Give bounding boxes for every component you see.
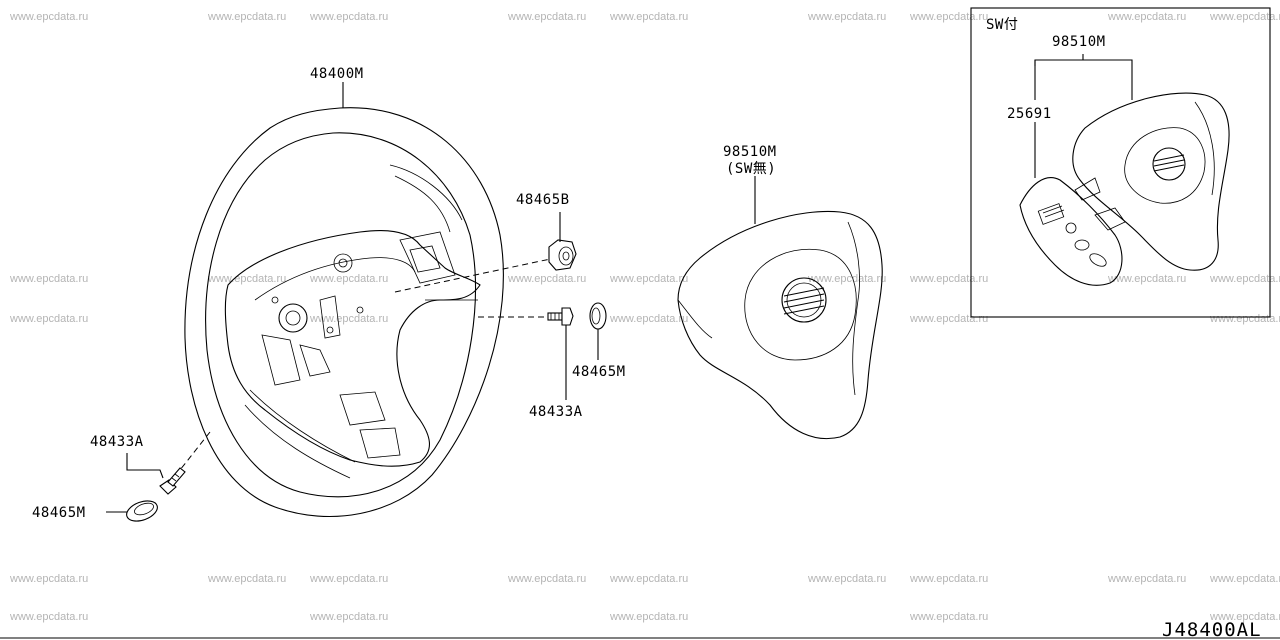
watermark-text: www.epcdata.ru: [9, 313, 88, 325]
watermark-text: www.epcdata.ru: [507, 11, 586, 23]
cap-48465M-center-drawing[interactable]: [589, 302, 607, 330]
airbag-98510M-drawing[interactable]: [677, 210, 883, 440]
watermark-text: www.epcdata.ru: [1107, 273, 1186, 285]
label-48465M-left: 48465M: [32, 505, 86, 521]
watermark-text: www.epcdata.ru: [807, 11, 886, 23]
steering-wheel-drawing[interactable]: [184, 107, 504, 517]
inset-label-98510M: 98510M: [1052, 34, 1106, 50]
watermark-text: www.epcdata.ru: [1209, 573, 1280, 585]
bolt-48433A-left-drawing[interactable]: [159, 467, 186, 495]
watermark-text: www.epcdata.ru: [309, 313, 388, 325]
watermark-text: www.epcdata.ru: [309, 273, 388, 285]
watermark-text: www.epcdata.ru: [9, 611, 88, 623]
watermark-text: www.epcdata.ru: [1209, 313, 1280, 325]
watermark-text: www.epcdata.ru: [9, 273, 88, 285]
label-48433A-center: 48433A: [529, 404, 583, 420]
watermark-text: www.epcdata.ru: [1107, 11, 1186, 23]
cap-48465M-left-drawing[interactable]: [124, 497, 160, 525]
dashed-line-left-bolt: [179, 431, 211, 471]
watermark-layer: www.epcdata.ru www.epcdata.ru www.epcdata.…: [9, 11, 1280, 623]
watermark-text: www.epcdata.ru: [507, 573, 586, 585]
diagram-code: J48400AL: [1162, 619, 1262, 640]
watermark-text: www.epcdata.ru: [309, 11, 388, 23]
watermark-text: www.epcdata.ru: [207, 273, 286, 285]
watermark-text: www.epcdata.ru: [909, 611, 988, 623]
watermark-text: www.epcdata.ru: [609, 273, 688, 285]
watermark-text: www.epcdata.ru: [909, 573, 988, 585]
inset-title: SW付: [986, 17, 1018, 33]
inset-leader-98510M-b: [1083, 59, 1133, 100]
watermark-text: www.epcdata.ru: [807, 273, 886, 285]
watermark-text: www.epcdata.ru: [9, 573, 88, 585]
watermark-text: www.epcdata.ru: [207, 573, 286, 585]
watermark-text: www.epcdata.ru: [807, 573, 886, 585]
inset-airbag-drawing[interactable]: [1072, 92, 1230, 271]
watermark-text: www.epcdata.ru: [309, 611, 388, 623]
label-48400M: 48400M: [310, 66, 364, 82]
inset-box: [970, 7, 1271, 318]
label-98510M: 98510M: [723, 144, 777, 160]
nut-48465B-drawing[interactable]: [548, 239, 577, 271]
watermark-text: www.epcdata.ru: [9, 11, 88, 23]
watermark-text: www.epcdata.ru: [609, 11, 688, 23]
bolt-48433A-center-drawing[interactable]: [547, 307, 574, 326]
watermark-text: www.epcdata.ru: [1209, 273, 1280, 285]
brand-emblem-icon: [781, 277, 827, 323]
label-48433A-left: 48433A: [90, 434, 144, 450]
watermark-text: www.epcdata.ru: [1209, 611, 1280, 623]
watermark-text: www.epcdata.ru: [309, 573, 388, 585]
inset-switch-25691-drawing[interactable]: [1019, 177, 1123, 286]
label-48465B: 48465B: [516, 192, 570, 208]
watermark-text: www.epcdata.ru: [909, 11, 988, 23]
inset-brand-emblem-icon: [1152, 147, 1186, 181]
inset-label-25691: 25691: [1007, 106, 1052, 122]
dashed-line-nut: [394, 257, 556, 293]
watermark-text: www.epcdata.ru: [609, 573, 688, 585]
leader-48433A-left: [126, 453, 164, 479]
watermark-text: www.epcdata.ru: [909, 273, 988, 285]
watermark-text: www.epcdata.ru: [207, 11, 286, 23]
inset-leader-98510M-a: [1034, 54, 1084, 66]
label-98510M-note: (SW無): [726, 161, 776, 177]
watermark-text: www.epcdata.ru: [1209, 11, 1280, 23]
label-48465M-center: 48465M: [572, 364, 626, 380]
watermark-text: www.epcdata.ru: [909, 313, 988, 325]
watermark-text: www.epcdata.ru: [507, 273, 586, 285]
watermark-text: www.epcdata.ru: [609, 611, 688, 623]
watermark-text: www.epcdata.ru: [1107, 573, 1186, 585]
watermark-text: www.epcdata.ru: [609, 313, 688, 325]
